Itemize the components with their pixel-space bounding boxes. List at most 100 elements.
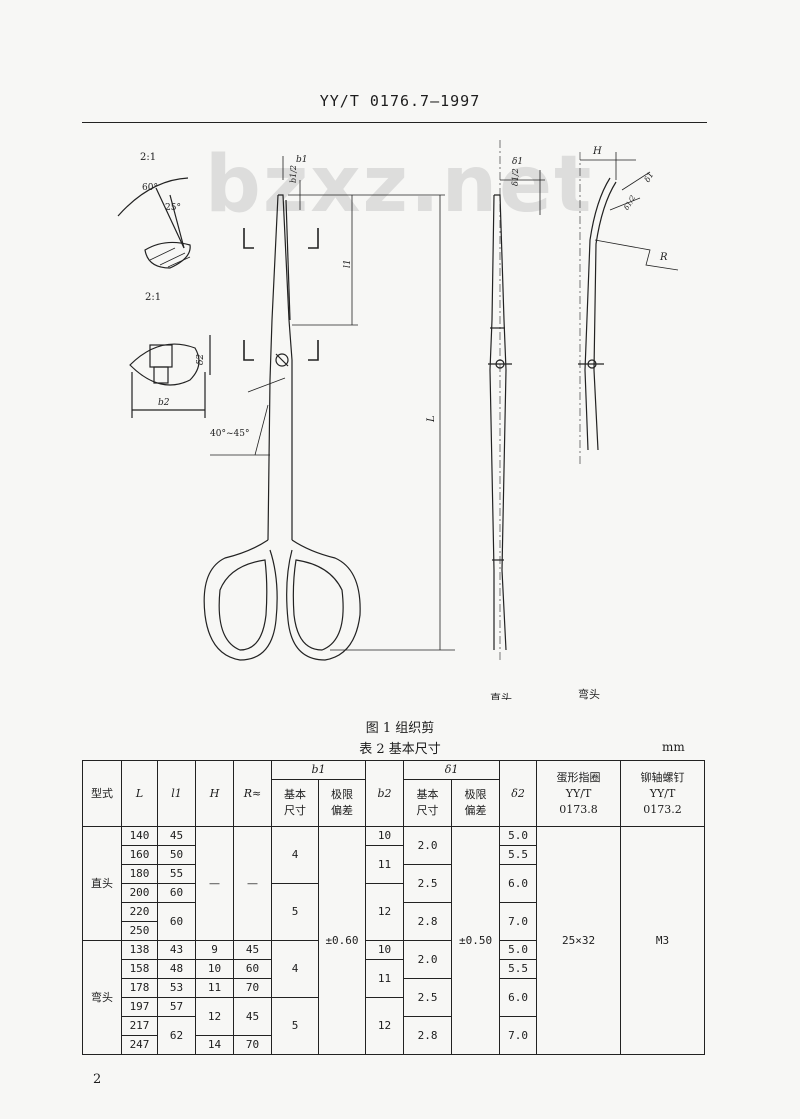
header-L: L xyxy=(121,760,158,827)
type-straight: 直头 xyxy=(82,826,122,941)
b2-value: 11 xyxy=(365,959,405,998)
L-value: 140 xyxy=(121,826,158,846)
scale-label-detail-b: 2:1 xyxy=(145,292,161,303)
table-unit: mm xyxy=(662,740,685,754)
dimension-table: 型式 L l1 H R≈ b1 b2 δ1 δ2 蛋形指圈 YY/T 0173.… xyxy=(82,760,706,1055)
header-d1-limit-line2: 偏差 xyxy=(464,804,487,817)
header-d1-limit: 极限偏差 xyxy=(451,779,501,827)
H-value: 9 xyxy=(195,940,234,960)
header-d1-basic: 基本尺寸 xyxy=(403,779,453,827)
header-screw-line3: 0173.2 xyxy=(643,802,682,816)
header-b2: b2 xyxy=(365,760,405,827)
l1-value: 45 xyxy=(157,826,196,846)
H-value: 14 xyxy=(195,1035,234,1055)
header-ring: 蛋形指圈 YY/T 0173.8 xyxy=(536,760,622,827)
l1-value: 60 xyxy=(157,902,196,941)
b2-value: 12 xyxy=(365,883,405,941)
d1-basic-value: 2.0 xyxy=(403,940,453,979)
dim-label-R: R xyxy=(659,252,668,263)
header-b1-limit-line1: 极限 xyxy=(331,788,353,801)
dim-label-delta2: δ2 xyxy=(196,354,206,365)
l1-value: 48 xyxy=(157,959,196,979)
scissors-figure: 2:1 60° 25° 2:1 δ2 b2 40°~45° b1 b1/2 l1… xyxy=(117,140,679,700)
b2-value: 12 xyxy=(365,997,405,1055)
header-b1: b1 xyxy=(270,760,367,780)
dim-label-b2: b2 xyxy=(158,398,170,408)
header-delta2: δ2 xyxy=(499,760,538,827)
d2-value: 6.0 xyxy=(499,864,538,903)
L-value: 178 xyxy=(121,978,158,998)
view-label-straight: 直头 xyxy=(490,691,512,700)
type-curved: 弯头 xyxy=(82,940,122,1055)
H-value: 12 xyxy=(195,997,234,1036)
angle-label-60: 60° xyxy=(142,183,158,193)
l1-value: 50 xyxy=(157,845,196,865)
d2-value: 5.0 xyxy=(499,940,538,960)
l1-value: 43 xyxy=(157,940,196,960)
table-caption: 表 2 基本尺寸 xyxy=(359,742,441,757)
header-screw-line2: YY/T xyxy=(649,786,676,800)
header-ring-line2: YY/T xyxy=(565,786,592,800)
watermark: bzxz.net xyxy=(205,140,594,230)
dim-label-H: H xyxy=(592,146,602,157)
l1-value: 60 xyxy=(157,883,196,903)
dim-label-delta1-half-curved: δ1/2 xyxy=(623,194,638,212)
R-value: 60 xyxy=(233,959,272,979)
L-value: 158 xyxy=(121,959,158,979)
header-l1: l1 xyxy=(157,760,196,827)
header-b1-basic-line1: 基本 xyxy=(284,788,306,801)
header-type: 型式 xyxy=(82,760,122,827)
header-ring-line3: 0173.8 xyxy=(559,802,598,816)
d2-value: 6.0 xyxy=(499,978,538,1017)
l1-value: 62 xyxy=(157,1016,196,1055)
d1-tolerance: ±0.50 xyxy=(451,826,501,1055)
L-value: 200 xyxy=(121,883,158,903)
ring-spec: 25×32 xyxy=(536,826,622,1055)
header-R: R≈ xyxy=(233,760,272,827)
L-value: 160 xyxy=(121,845,158,865)
d1-basic-value: 2.0 xyxy=(403,826,453,865)
page-number: 2 xyxy=(93,1072,102,1087)
b1-basic-value: 4 xyxy=(271,940,319,998)
header-b1-basic-line2: 尺寸 xyxy=(284,804,306,817)
header-screw-line1: 铆轴螺钉 xyxy=(640,770,685,784)
header-ring-line1: 蛋形指圈 xyxy=(556,770,601,784)
L-value: 197 xyxy=(121,997,158,1017)
dim-label-b1: b1 xyxy=(296,155,308,165)
header-H: H xyxy=(195,760,234,827)
header-d1-limit-line1: 极限 xyxy=(464,788,487,801)
b1-tolerance: ±0.60 xyxy=(317,826,367,1055)
dim-label-delta1: δ1 xyxy=(512,157,523,167)
header-screw: 铆轴螺钉 YY/T 0173.2 xyxy=(620,760,706,827)
L-value: 138 xyxy=(121,940,158,960)
l1-value: 57 xyxy=(157,997,196,1017)
standard-header: YY/T 0176.7—1997 xyxy=(319,92,481,110)
figure-caption: 图 1 组织剪 xyxy=(365,721,435,736)
b1-basic-value: 5 xyxy=(271,997,319,1055)
L-value: 217 xyxy=(121,1016,158,1036)
b2-value: 10 xyxy=(365,826,405,846)
header-d1-basic-line2: 尺寸 xyxy=(416,804,439,817)
b1-basic-value: 5 xyxy=(271,883,319,941)
d2-value: 7.0 xyxy=(499,1016,538,1055)
L-value: 250 xyxy=(121,921,158,941)
dim-label-delta1-half: δ1/2 xyxy=(511,168,520,186)
b2-value: 10 xyxy=(365,940,405,960)
R-value: 45 xyxy=(233,940,272,960)
l1-value: 53 xyxy=(157,978,196,998)
R-value: 45 xyxy=(233,997,272,1036)
L-value: 220 xyxy=(121,902,158,922)
d1-basic-value: 2.8 xyxy=(403,1016,453,1055)
b2-value: 11 xyxy=(365,845,405,884)
header-d1-basic-line1: 基本 xyxy=(416,788,439,801)
H-value: 11 xyxy=(195,978,234,998)
H-value: — xyxy=(195,826,234,941)
header-b1-basic: 基本尺寸 xyxy=(271,779,319,827)
header-rule xyxy=(82,122,707,123)
R-value: 70 xyxy=(233,978,272,998)
d2-value: 7.0 xyxy=(499,902,538,941)
dim-label-L: L xyxy=(426,415,437,423)
scale-label-detail-a: 2:1 xyxy=(140,152,156,163)
dim-label-b1-half: b1/2 xyxy=(289,165,298,183)
H-value: 10 xyxy=(195,959,234,979)
